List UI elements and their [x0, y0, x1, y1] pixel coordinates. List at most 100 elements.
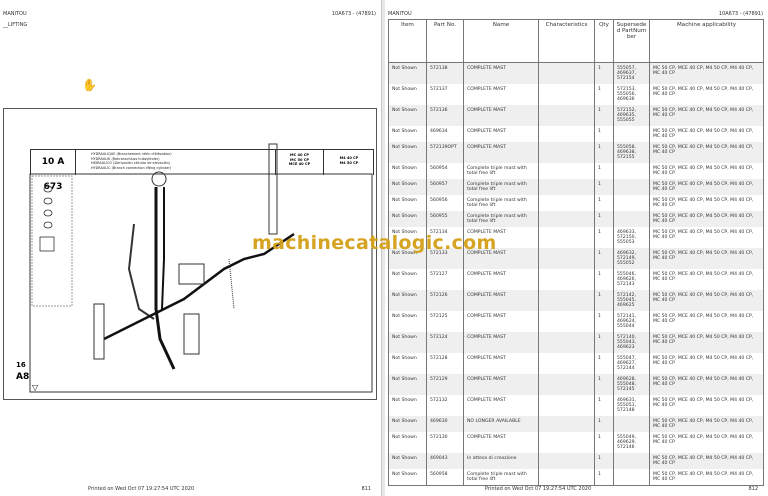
cell-item: Not Shown [388, 62, 427, 84]
cell-applicability: MC 50 CP, MCE 40 CP, M4 50 CP, M4 40 CP,… [649, 353, 764, 374]
cell-superseded: 572141, 469624, 555044 [613, 311, 650, 332]
cell-part-no: 469634 [426, 126, 464, 142]
cell-superseded [613, 163, 650, 179]
cell-superseded [613, 211, 650, 227]
cell-item: Not Shown [388, 290, 427, 311]
cell-characteristics [538, 142, 595, 163]
cell-part-no: 572125 [426, 311, 464, 332]
cell-superseded [613, 453, 650, 469]
cell-characteristics [538, 269, 595, 290]
cell-superseded: 555058, 469638, 572155 [613, 142, 650, 163]
model: MC 40 CP [290, 153, 309, 157]
cell-applicability: MC 50 CP, MCE 40 CP, M4 50 CP, M4 40 CP,… [649, 84, 764, 105]
cell-part-no: 572129 [426, 374, 464, 395]
cell-name: Complete triple mast with total free lif… [463, 163, 539, 179]
description-fr: HYDRAULIQUE (Branchement vérin d'élévati… [91, 152, 172, 156]
cell-superseded: 555047, 469627, 572144 [613, 353, 650, 374]
cell-item: Not Shown [388, 453, 427, 469]
cell-item: Not Shown [388, 142, 427, 163]
cell-item: Not Shown [388, 179, 427, 195]
cell-item: Not Shown [388, 126, 427, 142]
cell-superseded: 469628, 555048, 572145 [613, 374, 650, 395]
sheet-number: 16 [16, 361, 26, 369]
cell-qty: 1 [594, 142, 614, 163]
cell-name: NO LONGER AVAILABLE [463, 416, 539, 432]
cell-qty: 1 [594, 211, 614, 227]
description-de: HYDRAULIK (Rohranschluss hubzylinder) [91, 156, 160, 161]
description-es: HIDRAULICO (Derivación cilindro de eleva… [91, 161, 171, 165]
cell-part-no: 572126 [426, 290, 464, 311]
cell-name: COMPLETE MAST [463, 84, 539, 105]
cell-name: COMPLETE MAST [463, 395, 539, 416]
model: M4 50 CP [339, 160, 359, 165]
cell-item: Not Shown [388, 163, 427, 179]
cell-name: Complete triple mast with total free lif… [463, 469, 539, 486]
cell-applicability: MC 50 CP, MCE 40 CP, M4 50 CP, M4 40 CP,… [649, 453, 764, 469]
cell-applicability: MC 50 CP, MCE 40 CP, M4 50 CP, M4 40 CP,… [649, 469, 764, 486]
cell-qty: 1 [594, 453, 614, 469]
page-number: 811 [361, 486, 371, 492]
col-superseded: Superseded PartNumber [613, 19, 650, 63]
cell-name: Complete triple mast with total free lif… [463, 195, 539, 211]
cell-part-no: 572139OPT [426, 142, 464, 163]
col-characteristics: Characteristics [538, 19, 595, 63]
cell-qty: 1 [594, 416, 614, 432]
cell-applicability: MC 50 CP, MCE 40 CP, M4 50 CP, M4 40 CP,… [649, 311, 764, 332]
cell-characteristics [538, 416, 595, 432]
diagram-descriptions: HYDRAULIQUE (Branchement vérin d'élévati… [91, 152, 172, 170]
cell-item: Not Shown [388, 195, 427, 211]
cell-qty: 1 [594, 195, 614, 211]
doc-ref: 10A673 - (47891) [718, 11, 763, 17]
page-number: 812 [748, 486, 758, 492]
cell-part-no: 572124 [426, 332, 464, 353]
cell-characteristics [538, 374, 595, 395]
cell-part-no: 560955 [426, 211, 464, 227]
diagram-code: 10 A 673 [31, 150, 76, 192]
cell-applicability: MC 50 CP, MCE 40 CP, M4 50 CP, M4 40 CP,… [649, 374, 764, 395]
cell-item: Not Shown [388, 332, 427, 353]
col-qty: Qty [594, 19, 614, 63]
cell-item: Not Shown [388, 105, 427, 126]
cell-characteristics [538, 432, 595, 453]
cell-name: COMPLETE MAST [463, 126, 539, 142]
cell-superseded: 572142, 555045, 469625 [613, 290, 650, 311]
cell-qty: 1 [594, 432, 614, 453]
cell-part-no: 572128 [426, 353, 464, 374]
model: M4 40 CP [339, 156, 359, 160]
parts-diagram[interactable]: 10 A 673 HYDRAULIQUE (Branchement vérin … [3, 108, 377, 400]
cell-name: Complete triple mast with total free lif… [463, 211, 539, 227]
cell-name: COMPLETE MAST [463, 432, 539, 453]
col-name: Name [463, 19, 539, 63]
cell-characteristics [538, 84, 595, 105]
cell-characteristics [538, 453, 595, 469]
brand-label: MANITOU [3, 11, 27, 17]
model: MC 50 CP [290, 157, 309, 162]
cell-item: Not Shown [388, 353, 427, 374]
cell-characteristics [538, 290, 595, 311]
cell-item: Not Shown [388, 374, 427, 395]
parts-table: Item Part No. Name Characteristics Qty S… [388, 19, 764, 486]
cell-superseded: 469633, 572150, 555053 [613, 227, 650, 248]
